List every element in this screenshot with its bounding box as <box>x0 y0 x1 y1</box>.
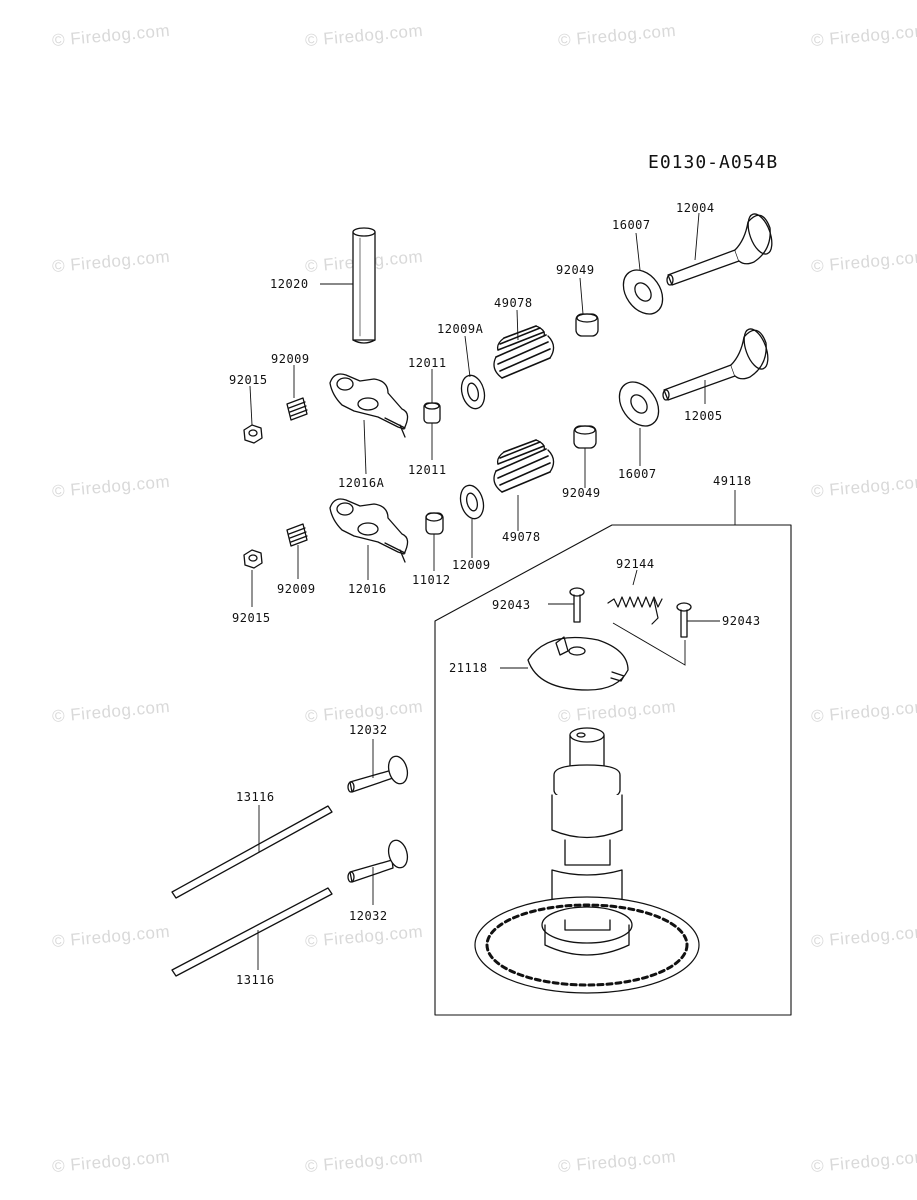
diagram-id: E0130-A054B <box>648 152 779 173</box>
part-label-12005[interactable]: 12005 <box>684 409 723 423</box>
part-label-12020[interactable]: 12020 <box>270 277 309 291</box>
lock-nut-top <box>243 424 263 444</box>
rocker-shaft <box>352 227 376 344</box>
part-label-13116[interactable]: 13116 <box>236 790 275 804</box>
part-label-12009[interactable]: 12009 <box>452 558 491 572</box>
leader-lines <box>249 212 736 970</box>
governor-plate <box>527 636 629 691</box>
valve-cap-top <box>423 402 441 424</box>
part-label-92144[interactable]: 92144 <box>616 557 655 571</box>
spring-seat-bottom <box>459 484 485 520</box>
part-label-49078[interactable]: 49078 <box>502 530 541 544</box>
part-label-92009[interactable]: 92009 <box>271 352 310 366</box>
part-label-13116[interactable]: 13116 <box>236 973 275 987</box>
tappet-top <box>347 755 409 793</box>
part-label-92043[interactable]: 92043 <box>722 614 761 628</box>
part-label-11012[interactable]: 11012 <box>412 573 451 587</box>
part-label-16007[interactable]: 16007 <box>612 218 651 232</box>
adjust-screw-bottom <box>286 523 308 547</box>
push-rod-top <box>171 805 333 899</box>
rocker-arm <box>329 498 409 563</box>
cam-gear <box>474 896 700 994</box>
intake-valve <box>666 213 773 286</box>
pin-right <box>676 602 692 638</box>
part-label-12009A[interactable]: 12009A <box>437 322 484 336</box>
valve-spring-top <box>493 325 555 379</box>
part-label-21118[interactable]: 21118 <box>449 661 488 675</box>
rocker-arm-a <box>329 373 409 438</box>
part-label-49078[interactable]: 49078 <box>494 296 533 310</box>
camshaft-assembly-box <box>434 524 792 1016</box>
governor-spring <box>607 596 663 625</box>
part-label-92049[interactable]: 92049 <box>562 486 601 500</box>
valve-collar-top <box>575 313 599 337</box>
part-label-12032[interactable]: 12032 <box>349 909 388 923</box>
push-rod-bottom <box>171 887 333 977</box>
part-label-16007[interactable]: 16007 <box>618 467 657 481</box>
part-label-92015[interactable]: 92015 <box>229 373 268 387</box>
valve-retainer-top <box>622 269 664 315</box>
part-label-12016A[interactable]: 12016A <box>338 476 385 490</box>
lock-nut-bottom <box>243 549 263 569</box>
part-label-92009[interactable]: 92009 <box>277 582 316 596</box>
part-label-92043[interactable]: 92043 <box>492 598 531 612</box>
exhaust-valve <box>662 328 769 401</box>
valve-cap-bottom <box>425 512 444 535</box>
pin-left <box>569 587 585 623</box>
camshaft <box>551 727 623 914</box>
adjust-screw-top <box>286 397 308 421</box>
part-label-92015[interactable]: 92015 <box>232 611 271 625</box>
valve-collar-bottom <box>573 425 597 449</box>
tappet-bottom <box>347 839 409 883</box>
part-label-12011[interactable]: 12011 <box>408 356 447 370</box>
part-label-12004[interactable]: 12004 <box>676 201 715 215</box>
part-label-92049[interactable]: 92049 <box>556 263 595 277</box>
valve-spring-bottom <box>493 439 555 493</box>
part-label-12032[interactable]: 12032 <box>349 723 388 737</box>
part-label-12011[interactable]: 12011 <box>408 463 447 477</box>
part-label-12016[interactable]: 12016 <box>348 582 387 596</box>
valve-retainer-bottom <box>618 381 660 427</box>
spring-seat-top <box>460 374 486 410</box>
part-label-49118[interactable]: 49118 <box>713 474 752 488</box>
